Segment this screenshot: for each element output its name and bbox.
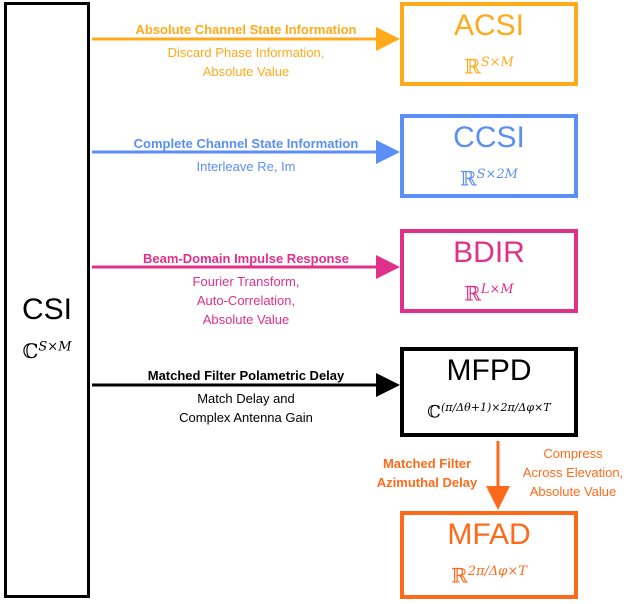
mfpd-title: MFPD	[446, 354, 532, 387]
bdir-arrow-head: Beam-Domain Impulse Response	[143, 251, 349, 266]
ccsi-title: CCSI	[453, 121, 525, 154]
bdir-arrow-line1: Fourier Transform,	[192, 274, 300, 289]
mfad-arrow-head-label: Matched Filter Azimuthal Delay	[362, 454, 492, 492]
mfad-arrow-line3: Absolute Value	[529, 484, 617, 499]
ccsi-space-symbol: ℝ	[459, 166, 477, 191]
mfad-space-exponent: 2π/Δφ×T	[467, 564, 527, 579]
mfad-arrow-line2: Across Elevation,	[522, 465, 624, 480]
ccsi-space: ℝS×2M	[404, 162, 574, 192]
csi-box: CSI ℂS×M	[4, 2, 90, 598]
bdir-space-symbol: ℝ	[464, 281, 481, 306]
acsi-space-exponent: S×M	[480, 55, 514, 70]
acsi-title: ACSI	[453, 9, 525, 42]
bdir-arrow-label: Beam-Domain Impulse Response Fourier Tra…	[96, 249, 396, 329]
mfpd-box: MFPD ℂ(π/Δθ+1)×2π/Δφ×T	[400, 347, 578, 437]
acsi-arrow-line2: Absolute Value	[202, 64, 290, 79]
mfpd-space-symbol: ℂ	[427, 402, 441, 423]
acsi-box: ACSI ℝS×M	[400, 2, 578, 86]
acsi-space: ℝS×M	[404, 50, 574, 80]
mfpd-arrow-label: Matched Filter Polametric Delay Match De…	[96, 366, 396, 427]
bdir-title: BDIR	[453, 236, 525, 269]
ccsi-box: CCSI ℝS×2M	[400, 114, 578, 198]
mfad-space-symbol: ℝ	[451, 563, 468, 588]
acsi-arrow-head: Absolute Channel State Information	[135, 22, 357, 37]
mfad-box: MFAD ℝ2π/Δφ×T	[400, 511, 578, 599]
acsi-arrow-line1: Discard Phase Information,	[167, 45, 325, 60]
bdir-space: ℝL×M	[404, 277, 574, 307]
mfpd-arrow-line2: Complex Antenna Gain	[179, 410, 313, 425]
mfpd-space-exponent: (π/Δθ+1)×2π/Δφ×T	[440, 401, 551, 414]
bdir-box: BDIR ℝL×M	[400, 229, 578, 313]
mfad-space: ℝ2π/Δφ×T	[404, 559, 574, 589]
mfpd-space: ℂ(π/Δθ+1)×2π/Δφ×T	[404, 395, 574, 426]
ccsi-arrow-head: Complete Channel State Information	[133, 136, 359, 151]
csi-title: CSI	[21, 293, 72, 326]
csi-space-exponent: S×M	[38, 339, 72, 355]
ccsi-arrow-label: Complete Channel State Information Inter…	[96, 134, 396, 176]
csi-space: ℂS×M	[7, 339, 87, 363]
ccsi-space-exponent: S×2M	[476, 167, 518, 182]
mfad-arrow-head1: Matched Filter	[382, 456, 472, 471]
ccsi-arrow-line1: Interleave Re, Im	[196, 159, 296, 174]
mfpd-arrow-line1: Match Delay and	[197, 391, 295, 406]
mfad-arrow-line1: Compress	[543, 446, 603, 461]
acsi-arrow-label: Absolute Channel State Information Disca…	[96, 20, 396, 81]
acsi-space-symbol: ℝ	[464, 54, 481, 79]
csi-space-symbol: ℂ	[22, 339, 39, 363]
mfpd-arrow-head: Matched Filter Polametric Delay	[147, 368, 345, 383]
mfad-arrow-head2: Azimuthal Delay	[376, 475, 478, 490]
bdir-arrow-line3: Absolute Value	[202, 312, 290, 327]
mfad-arrow-desc-label: Compress Across Elevation, Absolute Valu…	[506, 444, 640, 501]
bdir-arrow-line2: Auto-Correlation,	[196, 293, 296, 308]
mfad-title: MFAD	[447, 518, 531, 551]
bdir-space-exponent: L×M	[480, 282, 514, 297]
